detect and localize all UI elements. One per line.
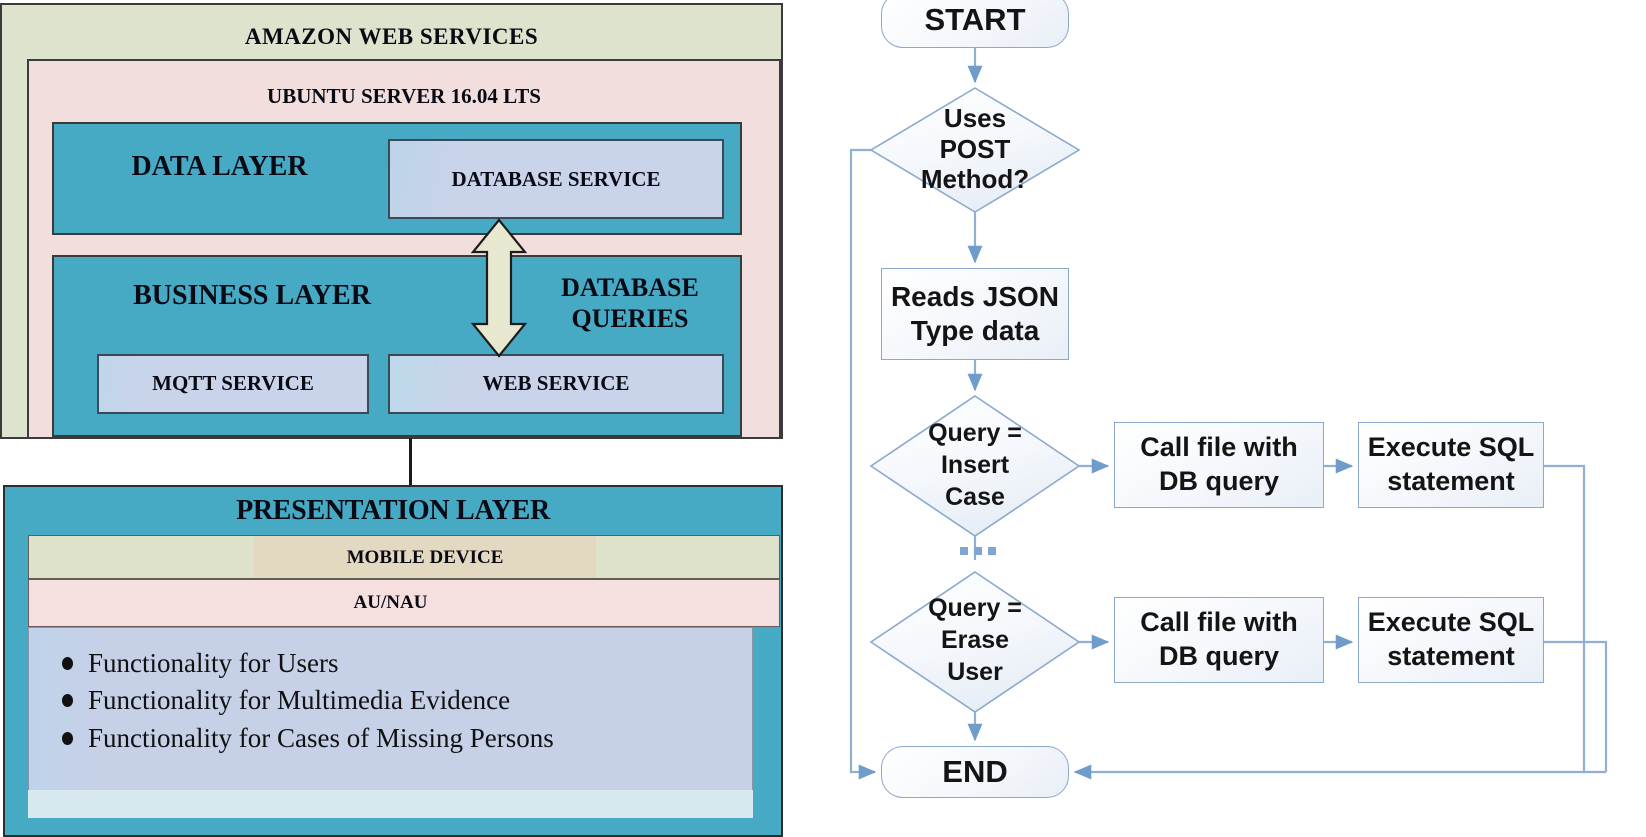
functionality-box: [28, 627, 753, 817]
query-erase-line-2: Erase: [940, 626, 1010, 654]
execute-line-2: statement: [1387, 466, 1515, 496]
call-file-line-2: DB query: [1158, 466, 1280, 496]
reads-line-1: Reads JSON: [890, 281, 1060, 313]
list-item: Functionality for Multimedia Evidence: [62, 682, 738, 719]
flowchart-connectors: [849, 48, 1608, 780]
business-layer-label: BUSINESS LAYER: [133, 280, 371, 311]
amazon-web-services-title: AMAZON WEB SERVICES: [244, 24, 539, 49]
decision-post-line-1: Uses POST: [939, 103, 1011, 164]
process-execute-sql-label-2: Execute SQL statement: [1358, 597, 1544, 683]
functionality-box-footer: [28, 790, 753, 818]
list-item: Functionality for Users: [62, 645, 738, 682]
call-file-line-1: Call file with: [1140, 607, 1298, 638]
decision-uses-post-method-label: Uses POST Method?: [905, 103, 1045, 194]
process-reads-json-label: Reads JSON Type data: [881, 268, 1069, 360]
process-call-file-node-2: [1114, 597, 1324, 683]
execute-line-1: Execute SQL: [1367, 607, 1535, 638]
query-insert-line-2: Insert: [940, 451, 1010, 479]
database-service-box: [388, 139, 724, 219]
web-service-box: [388, 354, 724, 414]
mqtt-service-box: [97, 354, 369, 414]
decision-post-line-2: Method?: [920, 164, 1030, 195]
au-nau-band: [28, 579, 780, 627]
start-node: [881, 0, 1069, 48]
process-reads-json-node: [881, 268, 1069, 360]
functionality-list: Functionality for Users Functionality fo…: [48, 645, 738, 757]
process-execute-sql-label-1: Execute SQL statement: [1358, 422, 1544, 508]
database-service-label: DATABASE SERVICE: [451, 166, 661, 191]
mqtt-service-label: MQTT SERVICE: [152, 370, 314, 395]
ellipsis-icon: [960, 546, 996, 556]
architecture-connector-line: [409, 438, 412, 486]
reads-line-2: Type data: [910, 315, 1040, 346]
end-node: [881, 746, 1069, 798]
query-erase-line-1: Query =: [928, 594, 1022, 622]
decision-query-erase-user-label: Query = Erase User: [915, 585, 1035, 695]
ubuntu-server-title: UBUNTU SERVER 16.04 LTS: [267, 83, 541, 108]
au-nau-label: AU/NAU: [353, 592, 428, 613]
presentation-layer-title: PRESENTATION LAYER: [236, 495, 550, 526]
data-layer-label: DATA LAYER: [131, 151, 308, 182]
database-queries-label: DATABASE QUERIES: [520, 265, 740, 343]
end-node-label: END: [942, 754, 1008, 789]
query-insert-line-1: Query =: [928, 419, 1022, 447]
decision-query-insert-case-label: Query = Insert Case: [915, 410, 1035, 520]
mobile-device-label: MOBILE DEVICE: [346, 547, 504, 568]
call-file-line-2: DB query: [1158, 641, 1280, 671]
execute-line-2: statement: [1387, 641, 1515, 671]
call-file-line-1: Call file with: [1140, 432, 1298, 463]
web-service-label: WEB SERVICE: [482, 370, 630, 395]
process-call-file-label-2: Call file with DB query: [1114, 597, 1324, 683]
query-insert-line-3: Case: [945, 483, 1005, 511]
process-execute-sql-node-2: [1358, 597, 1544, 683]
process-call-file-label-1: Call file with DB query: [1114, 422, 1324, 508]
process-call-file-node-1: [1114, 422, 1324, 508]
bidirectional-arrow-icon: [470, 218, 528, 358]
process-execute-sql-node-1: [1358, 422, 1544, 508]
database-queries-line-1: DATABASE: [561, 273, 699, 303]
start-node-label: START: [924, 2, 1026, 37]
query-erase-line-3: User: [947, 658, 1003, 686]
flowchart: START Uses POST Method? Reads JSON Type …: [840, 0, 1646, 837]
database-queries-line-2: QUERIES: [571, 304, 689, 333]
execute-line-1: Execute SQL: [1367, 432, 1535, 463]
list-item: Functionality for Cases of Missing Perso…: [62, 720, 738, 757]
mobile-device-highlight: [254, 536, 596, 578]
